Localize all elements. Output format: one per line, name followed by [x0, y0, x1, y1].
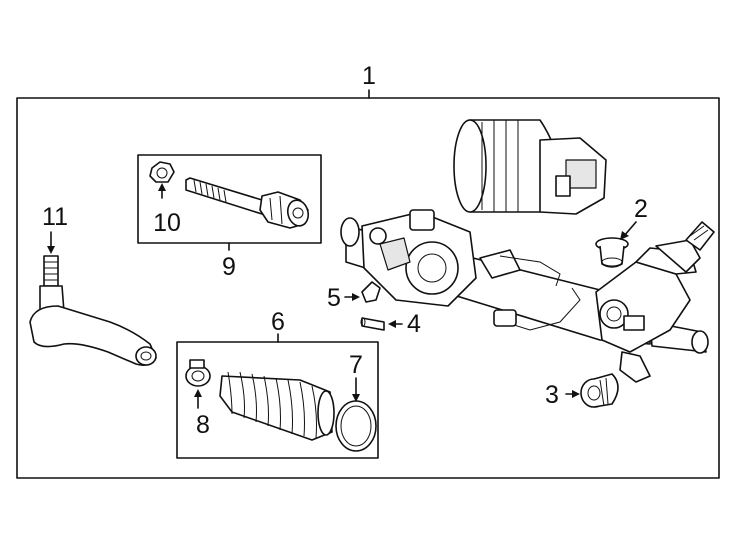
- callout-2: 2: [634, 195, 648, 223]
- callout-8: 8: [196, 411, 210, 439]
- callout-5-arrowhead: [352, 293, 360, 301]
- callout-8-arrowhead: [194, 389, 202, 397]
- callout-9: 9: [222, 253, 236, 281]
- callout-10: 10: [153, 209, 181, 237]
- callout-11: 11: [42, 203, 68, 231]
- callout-4-arrowhead: [388, 320, 396, 328]
- boot-clamp-small: [185, 359, 211, 387]
- callout-7: 7: [349, 351, 363, 379]
- callout-5: 5: [327, 284, 341, 312]
- boot-clamp-large: [335, 400, 377, 452]
- callout-3: 3: [545, 381, 559, 409]
- pin-sleeve: [360, 317, 385, 331]
- callout-2-arrow: [623, 221, 637, 237]
- callout-10-arrowhead: [158, 183, 166, 191]
- bellows-boot: [219, 371, 335, 441]
- callout-11-arrowhead: [47, 246, 55, 254]
- mounting-bushing: [580, 373, 619, 408]
- callout-1: 1: [362, 62, 376, 90]
- callout-6: 6: [271, 308, 285, 336]
- callout-4: 4: [407, 310, 421, 338]
- callout-7-arrowhead: [352, 394, 360, 402]
- housing-plug: [361, 281, 381, 303]
- callout-2-arrowhead: [620, 231, 629, 240]
- outer-tie-rod-end: [29, 255, 157, 366]
- steering-rack-housing: [340, 209, 715, 383]
- mounting-grommet-top: [595, 237, 629, 268]
- jam-nut: [149, 161, 175, 183]
- callout-3-arrowhead: [572, 390, 580, 398]
- assist-motor: [453, 119, 607, 215]
- assembly-frame: [16, 97, 720, 479]
- inner-tie-rod: [185, 177, 310, 229]
